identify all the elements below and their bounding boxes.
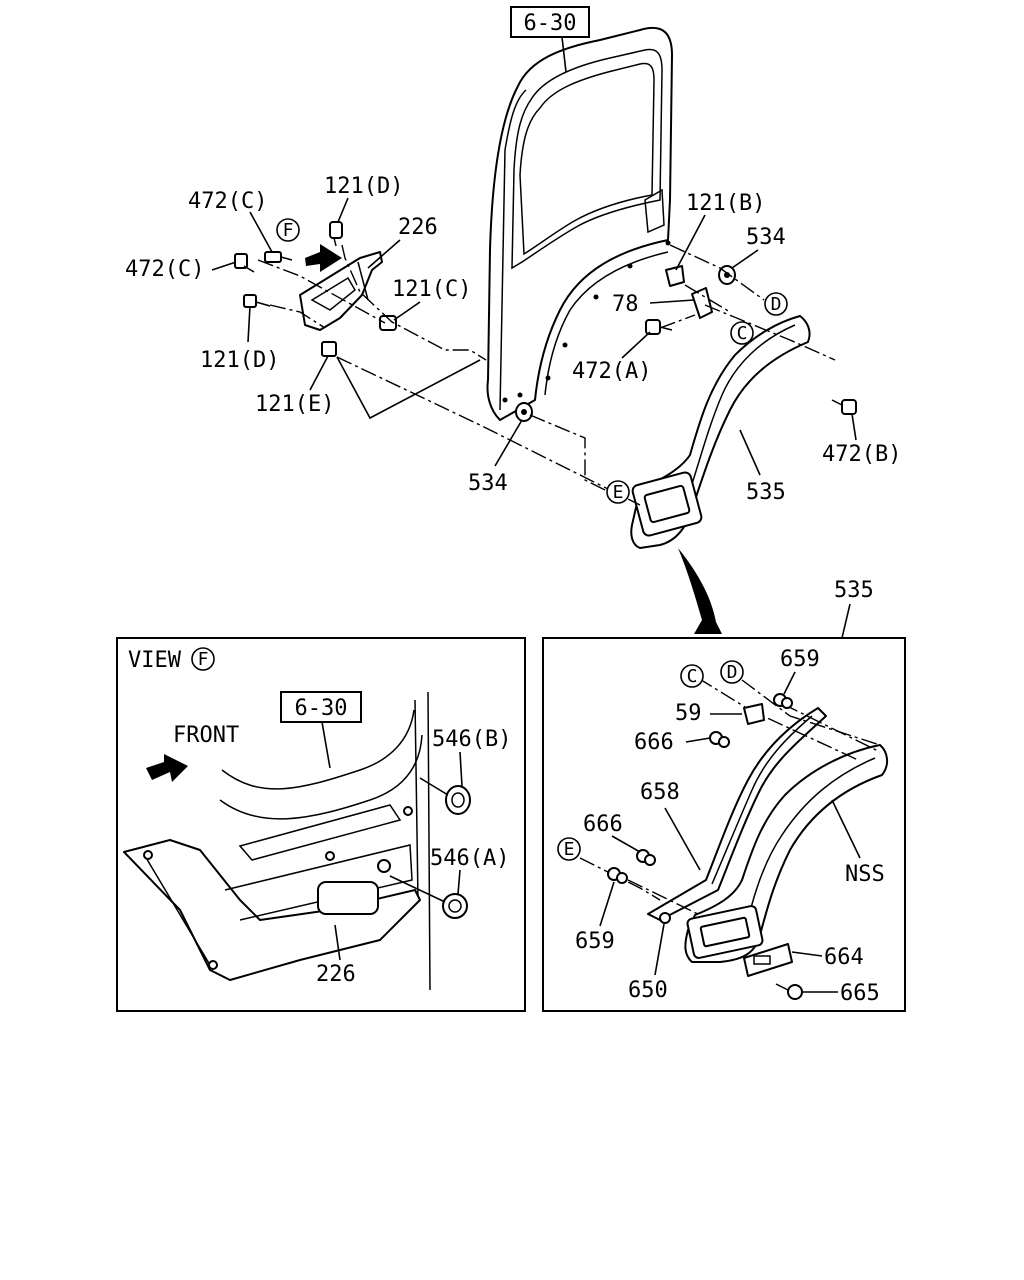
detail-marker-d: D [727,662,738,683]
reference-box-6-30: 6-30 [510,6,590,73]
detail-marker-c-circle [680,664,704,688]
label-665: 665 [840,981,880,1006]
reference-label: 6-30 [524,11,577,36]
view-title: VIEW [128,648,182,673]
bolt-472c-b-icon [234,253,255,273]
label-121b: 121(B) [686,191,765,216]
label-226: 226 [316,962,356,987]
bolt-121d-top-icon [329,221,343,247]
marker-e: E [613,482,624,503]
label-659-top: 659 [780,647,820,672]
bolt-472b-icon [831,399,857,415]
view-f-panel: VIEW F FRONT 6-30 546(B) 546(A) [116,637,526,1012]
clip-59-icon [743,703,765,725]
fasteners [234,221,857,422]
label-121c: 121(C) [392,277,471,302]
label-78: 78 [612,292,639,317]
plate-664-icon [743,943,793,977]
bolt-472a-icon [645,319,673,335]
bolt-121d-left-icon [243,294,271,308]
marker-e-circle [606,480,630,504]
marker-f-circle [276,218,300,242]
label-472c-left: 472(C) [125,257,204,282]
bracket-226 [299,251,383,357]
label-546a: 546(A) [430,846,509,871]
label-nss: NSS [845,862,885,887]
label-535-main: 535 [746,480,786,505]
label-226-top: 226 [398,215,438,240]
grommet-546a-icon [442,893,468,919]
main-labels: 472(C) 121(D) F 226 472(C) 121(C) 121(D)… [125,174,901,505]
label-121e: 121(E) [255,392,334,417]
washer-534-bottom-icon [515,402,533,422]
label-650: 650 [628,978,668,1003]
marker-c: C [737,323,748,344]
marker-d-circle [764,292,788,316]
screw-665-icon [787,984,803,1000]
detail-marker-c: C [687,666,698,687]
label-666-left: 666 [583,812,623,837]
label-534-right: 534 [746,225,786,250]
view-reference-label: 6-30 [295,696,348,721]
connector-lines [336,356,481,420]
label-472a: 472(A) [572,359,651,384]
label-664: 664 [824,945,864,970]
marker-f: F [283,220,294,241]
front-label: FRONT [173,723,239,748]
label-121d-bottom: 121(D) [200,348,279,373]
door-panel [486,26,673,421]
label-658: 658 [640,780,680,805]
clip-121b-icon [665,265,685,287]
marker-c-circle [730,321,754,345]
label-472b: 472(B) [822,442,901,467]
view-marker-circle [191,647,215,671]
detail-marker-e-circle [557,837,581,861]
detail-marker-e: E [564,839,575,860]
marker-d: D [771,294,782,315]
label-535-detail: 535 [834,578,874,603]
bolt-472c-a-icon [264,251,293,263]
label-659-bottom: 659 [575,929,615,954]
alignment-lines [257,244,836,506]
clip-78-icon [691,287,713,319]
detail-marker-d-circle [720,660,744,684]
label-59: 59 [675,701,702,726]
label-534-bottom: 534 [468,471,508,496]
detail-pointer-arrow-icon [678,548,722,634]
fender-535 [630,315,811,549]
label-472c-top: 472(C) [188,189,267,214]
grommet-546b-icon [445,785,471,815]
label-666-top: 666 [634,730,674,755]
label-121d-top: 121(D) [324,174,403,199]
view-marker: F [198,649,209,670]
label-546b: 546(B) [432,727,511,752]
detail-535-panel: 535 C D E [542,578,906,1012]
direction-arrow-icon [305,244,342,272]
front-arrow-icon [146,754,188,782]
clip-650-icon [659,912,671,924]
clip-121c-icon [379,315,397,331]
